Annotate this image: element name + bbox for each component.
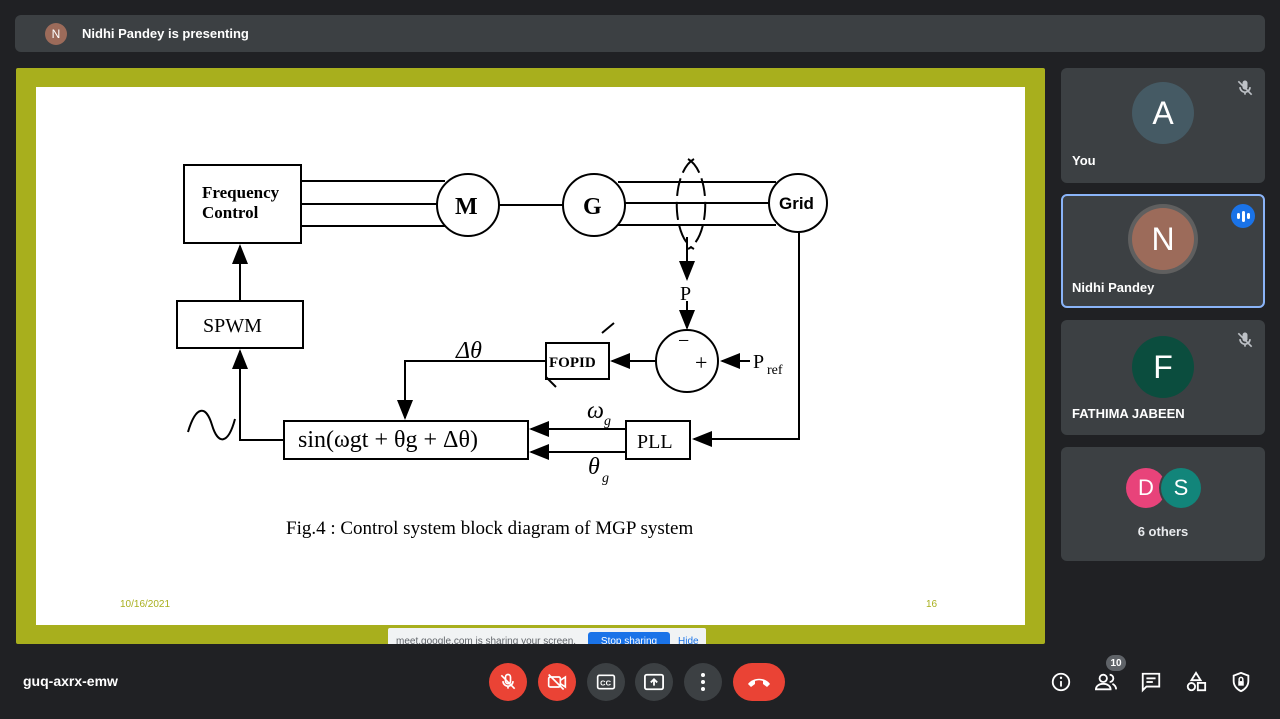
presenter-avatar: N <box>45 22 67 45</box>
participant-tile-you[interactable]: A You <box>1061 68 1265 183</box>
presenting-text: Nidhi Pandey is presenting <box>82 26 249 41</box>
fopid-label: FOPID <box>549 355 596 371</box>
meeting-code: guq-axrx-emw <box>23 673 118 689</box>
sharing-text: meet.google.com is sharing your screen. <box>396 636 577 644</box>
figure-caption: Fig.4 : Control system block diagram of … <box>286 518 693 539</box>
sin-expression: sin(ωgt + θg + Δθ) <box>298 427 478 453</box>
omega-label: ω <box>587 398 604 424</box>
grid-label: Grid <box>779 194 814 213</box>
theta-subscript: g <box>602 471 609 486</box>
p-label: P <box>680 283 691 305</box>
participant-tile-nidhi[interactable]: N Nidhi Pandey <box>1061 194 1265 308</box>
block-diagram: Frequency Control M G Grid SPWM FOPID PL… <box>176 158 828 539</box>
participant-name: Nidhi Pandey <box>1072 280 1155 295</box>
pll-label: PLL <box>637 431 673 453</box>
mic-off-icon <box>500 673 516 690</box>
present-now-button[interactable] <box>635 663 673 701</box>
sharing-bar: meet.google.com is sharing your screen. … <box>388 628 706 644</box>
mic-off-icon <box>1237 332 1253 348</box>
participant-name: FATHIMA JABEEN <box>1072 406 1185 421</box>
participant-tile-fathima[interactable]: F FATHIMA JABEEN <box>1061 320 1265 435</box>
avatar: S <box>1161 468 1201 508</box>
slide-page-number: 16 <box>926 599 938 610</box>
minus-sign: − <box>678 330 689 352</box>
plus-sign: + <box>695 350 707 375</box>
avatar: F <box>1132 336 1194 398</box>
chat-button[interactable] <box>1139 670 1163 694</box>
stop-sharing-button[interactable]: Stop sharing <box>588 632 670 644</box>
camera-toggle-button[interactable] <box>538 663 576 701</box>
avatar: N <box>1132 208 1194 270</box>
captions-icon: CC <box>596 674 616 690</box>
more-options-button[interactable] <box>684 663 722 701</box>
pref-subscript: ref <box>767 363 783 378</box>
present-icon <box>644 673 664 691</box>
motor-label: M <box>455 194 478 220</box>
frequency-control-label: Frequency <box>202 183 280 202</box>
mic-off-icon <box>1237 80 1253 96</box>
others-label: 6 others <box>1137 524 1189 539</box>
presenting-banner: N Nidhi Pandey is presenting <box>15 15 1265 52</box>
pll-block <box>625 420 691 460</box>
presentation-stage: Frequency Control M G Grid SPWM FOPID PL… <box>16 68 1045 644</box>
end-call-icon <box>748 678 770 687</box>
svg-text:CC: CC <box>600 678 611 687</box>
people-count-badge: 10 <box>1106 655 1126 671</box>
more-icon <box>701 673 705 691</box>
meeting-details-button[interactable] <box>1049 670 1073 694</box>
info-icon <box>1051 672 1071 692</box>
activities-button[interactable] <box>1184 670 1208 694</box>
speaking-indicator-icon <box>1231 204 1255 228</box>
delta-theta-label: Δθ <box>455 338 482 364</box>
spwm-label: SPWM <box>203 315 262 337</box>
avatar: D <box>1126 468 1166 508</box>
participant-name: You <box>1072 153 1096 168</box>
chat-icon <box>1141 672 1161 693</box>
leave-call-button[interactable] <box>733 663 785 701</box>
activities-icon <box>1186 671 1207 692</box>
captions-button[interactable]: CC <box>587 663 625 701</box>
avatar: A <box>1132 82 1194 144</box>
generator-label: G <box>583 194 602 220</box>
theta-label: θ <box>588 454 600 480</box>
slide: Frequency Control M G Grid SPWM FOPID PL… <box>36 87 1025 625</box>
participant-tile-others[interactable]: D S 6 others <box>1061 447 1265 561</box>
mic-toggle-button[interactable] <box>489 663 527 701</box>
people-button[interactable] <box>1094 670 1118 694</box>
pref-label: P <box>753 351 764 373</box>
camera-off-icon <box>547 673 567 691</box>
host-controls-button[interactable] <box>1229 670 1253 694</box>
host-controls-icon <box>1232 671 1250 693</box>
slide-date: 10/16/2021 <box>120 599 171 610</box>
omega-subscript: g <box>604 414 611 429</box>
hide-button[interactable]: Hide <box>678 636 699 644</box>
people-icon <box>1094 673 1117 691</box>
frequency-control-label-2: Control <box>202 203 259 222</box>
